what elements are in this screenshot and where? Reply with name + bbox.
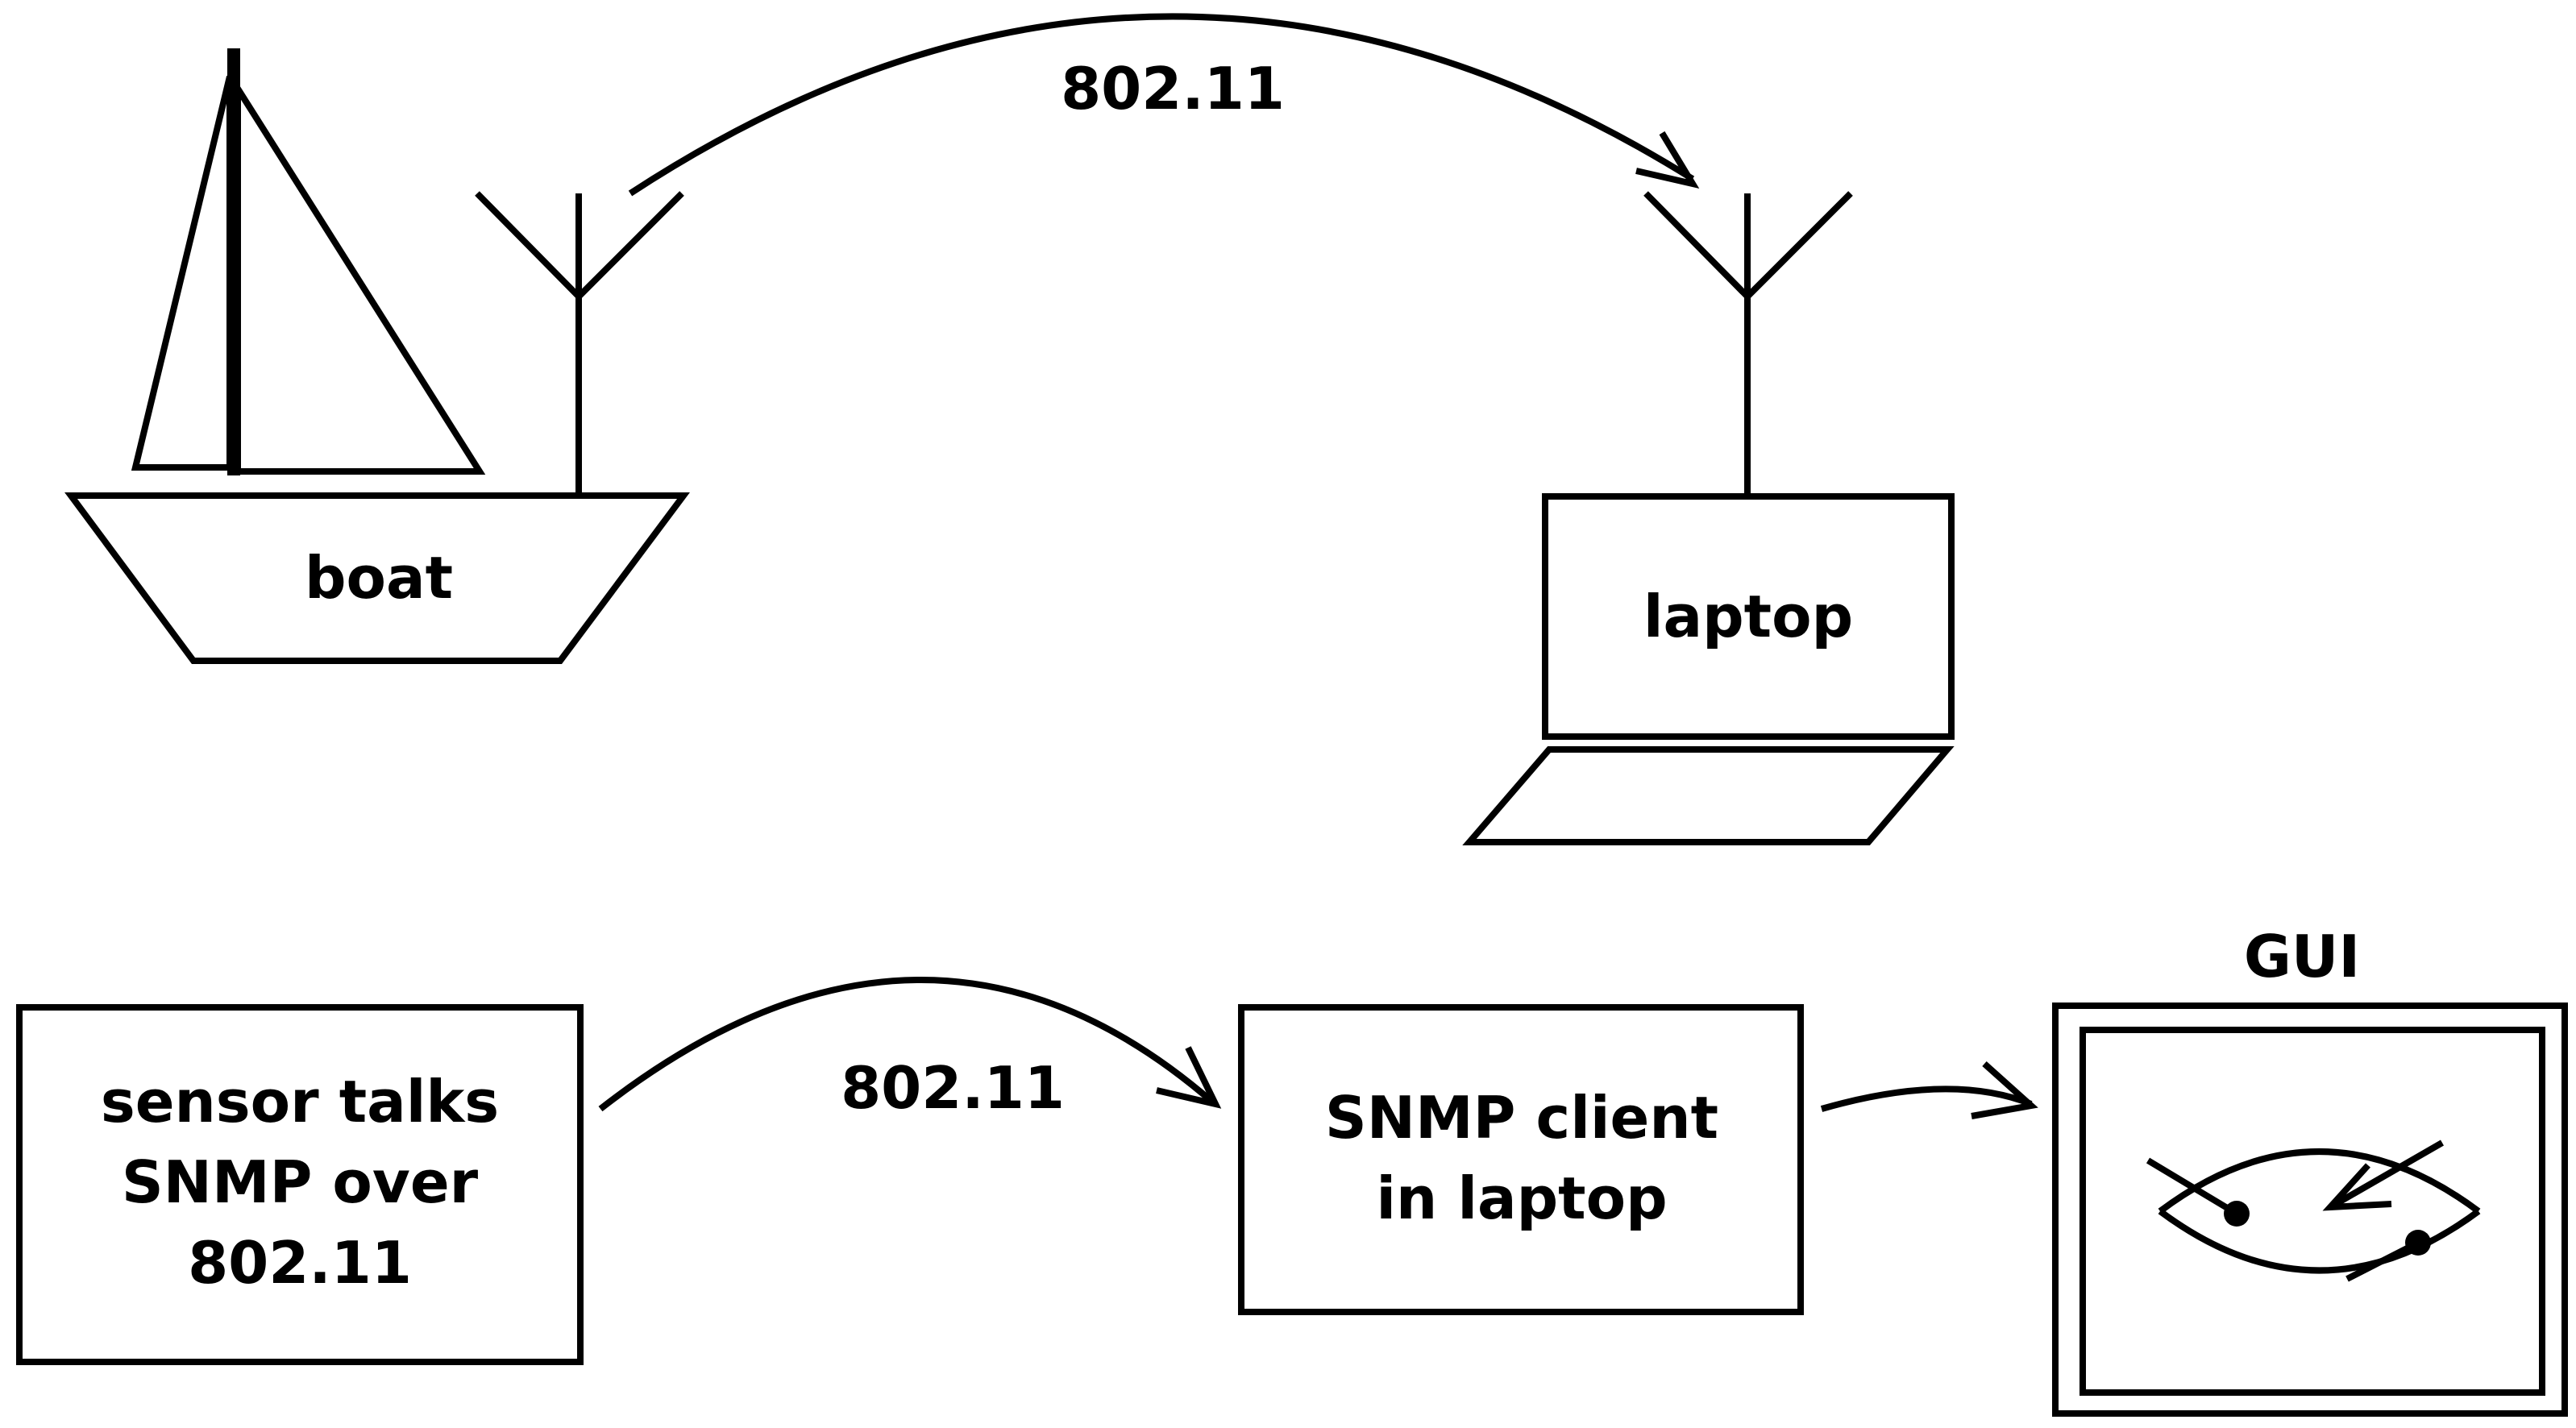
wireless-link-curve <box>628 13 1695 197</box>
left-needle-tip <box>2224 1201 2250 1227</box>
boat-label: boat <box>305 544 453 612</box>
client-to-gui-curve <box>1820 1086 2033 1112</box>
laptop-screen <box>1542 493 1955 740</box>
snmp-client-box: SNMP client in laptop <box>1238 1004 1804 1315</box>
gui-label: GUI <box>2244 923 2360 990</box>
boat-hull <box>64 492 690 664</box>
wireless-link-arrow: 802.11 <box>628 13 1700 197</box>
sensor-to-client-label: 802.11 <box>841 1054 1065 1122</box>
sensor-line-3: 802.11 <box>188 1229 412 1297</box>
sensor-to-client-arrowhead <box>1156 1046 1222 1109</box>
right-needle <box>2345 1239 2420 1282</box>
boat-antenna-right-arm <box>576 191 684 299</box>
wireless-link-label: 802.11 <box>1061 55 1285 122</box>
client-to-gui-arrowhead <box>1971 1061 2038 1119</box>
boat-antenna-left-arm <box>475 191 581 299</box>
gui-window: GUI <box>2052 923 2568 1417</box>
boat-antenna <box>475 191 684 496</box>
sensor-box: sensor talks SNMP over 802.11 <box>16 1004 584 1365</box>
right-needle-tip <box>2405 1230 2431 1256</box>
laptop-antenna <box>1643 191 1853 496</box>
snmp-client-line-2: in laptop <box>1376 1164 1667 1232</box>
boat-main-sail <box>235 77 486 475</box>
sensor-line-2: SNMP over <box>122 1148 479 1216</box>
sensor-to-client-arrow: 802.11 <box>598 977 1222 1122</box>
laptop-illustration: laptop <box>1462 493 1955 845</box>
sensor-box-frame <box>16 1004 584 1365</box>
sensor-to-client-curve <box>598 977 1215 1112</box>
laptop-label: laptop <box>1643 583 1853 650</box>
client-to-gui-arrow <box>1820 1061 2038 1119</box>
eye-lower-lid <box>2158 1208 2481 1274</box>
laptop-keyboard <box>1462 746 1955 845</box>
snmp-client-line-1: SNMP client <box>1325 1084 1718 1152</box>
snmp-client-box-frame <box>1238 1004 1804 1315</box>
boat-jib-sail <box>131 76 233 471</box>
gui-outer-frame <box>2052 1003 2568 1417</box>
wireless-link-arrowhead <box>1635 131 1700 189</box>
laptop-antenna-right-arm <box>1745 191 1853 299</box>
left-needle <box>2146 1157 2239 1217</box>
boat-illustration: boat <box>64 48 690 664</box>
gui-inner-frame <box>2079 1027 2545 1396</box>
gui-pointer-arrowhead <box>2322 1163 2392 1211</box>
eye-glyph-icon <box>2146 1139 2481 1282</box>
sensor-line-1: sensor talks <box>101 1068 499 1135</box>
eye-upper-lid <box>2158 1148 2481 1214</box>
laptop-antenna-left-arm <box>1643 191 1750 299</box>
gui-pointer-shaft <box>2329 1139 2444 1210</box>
